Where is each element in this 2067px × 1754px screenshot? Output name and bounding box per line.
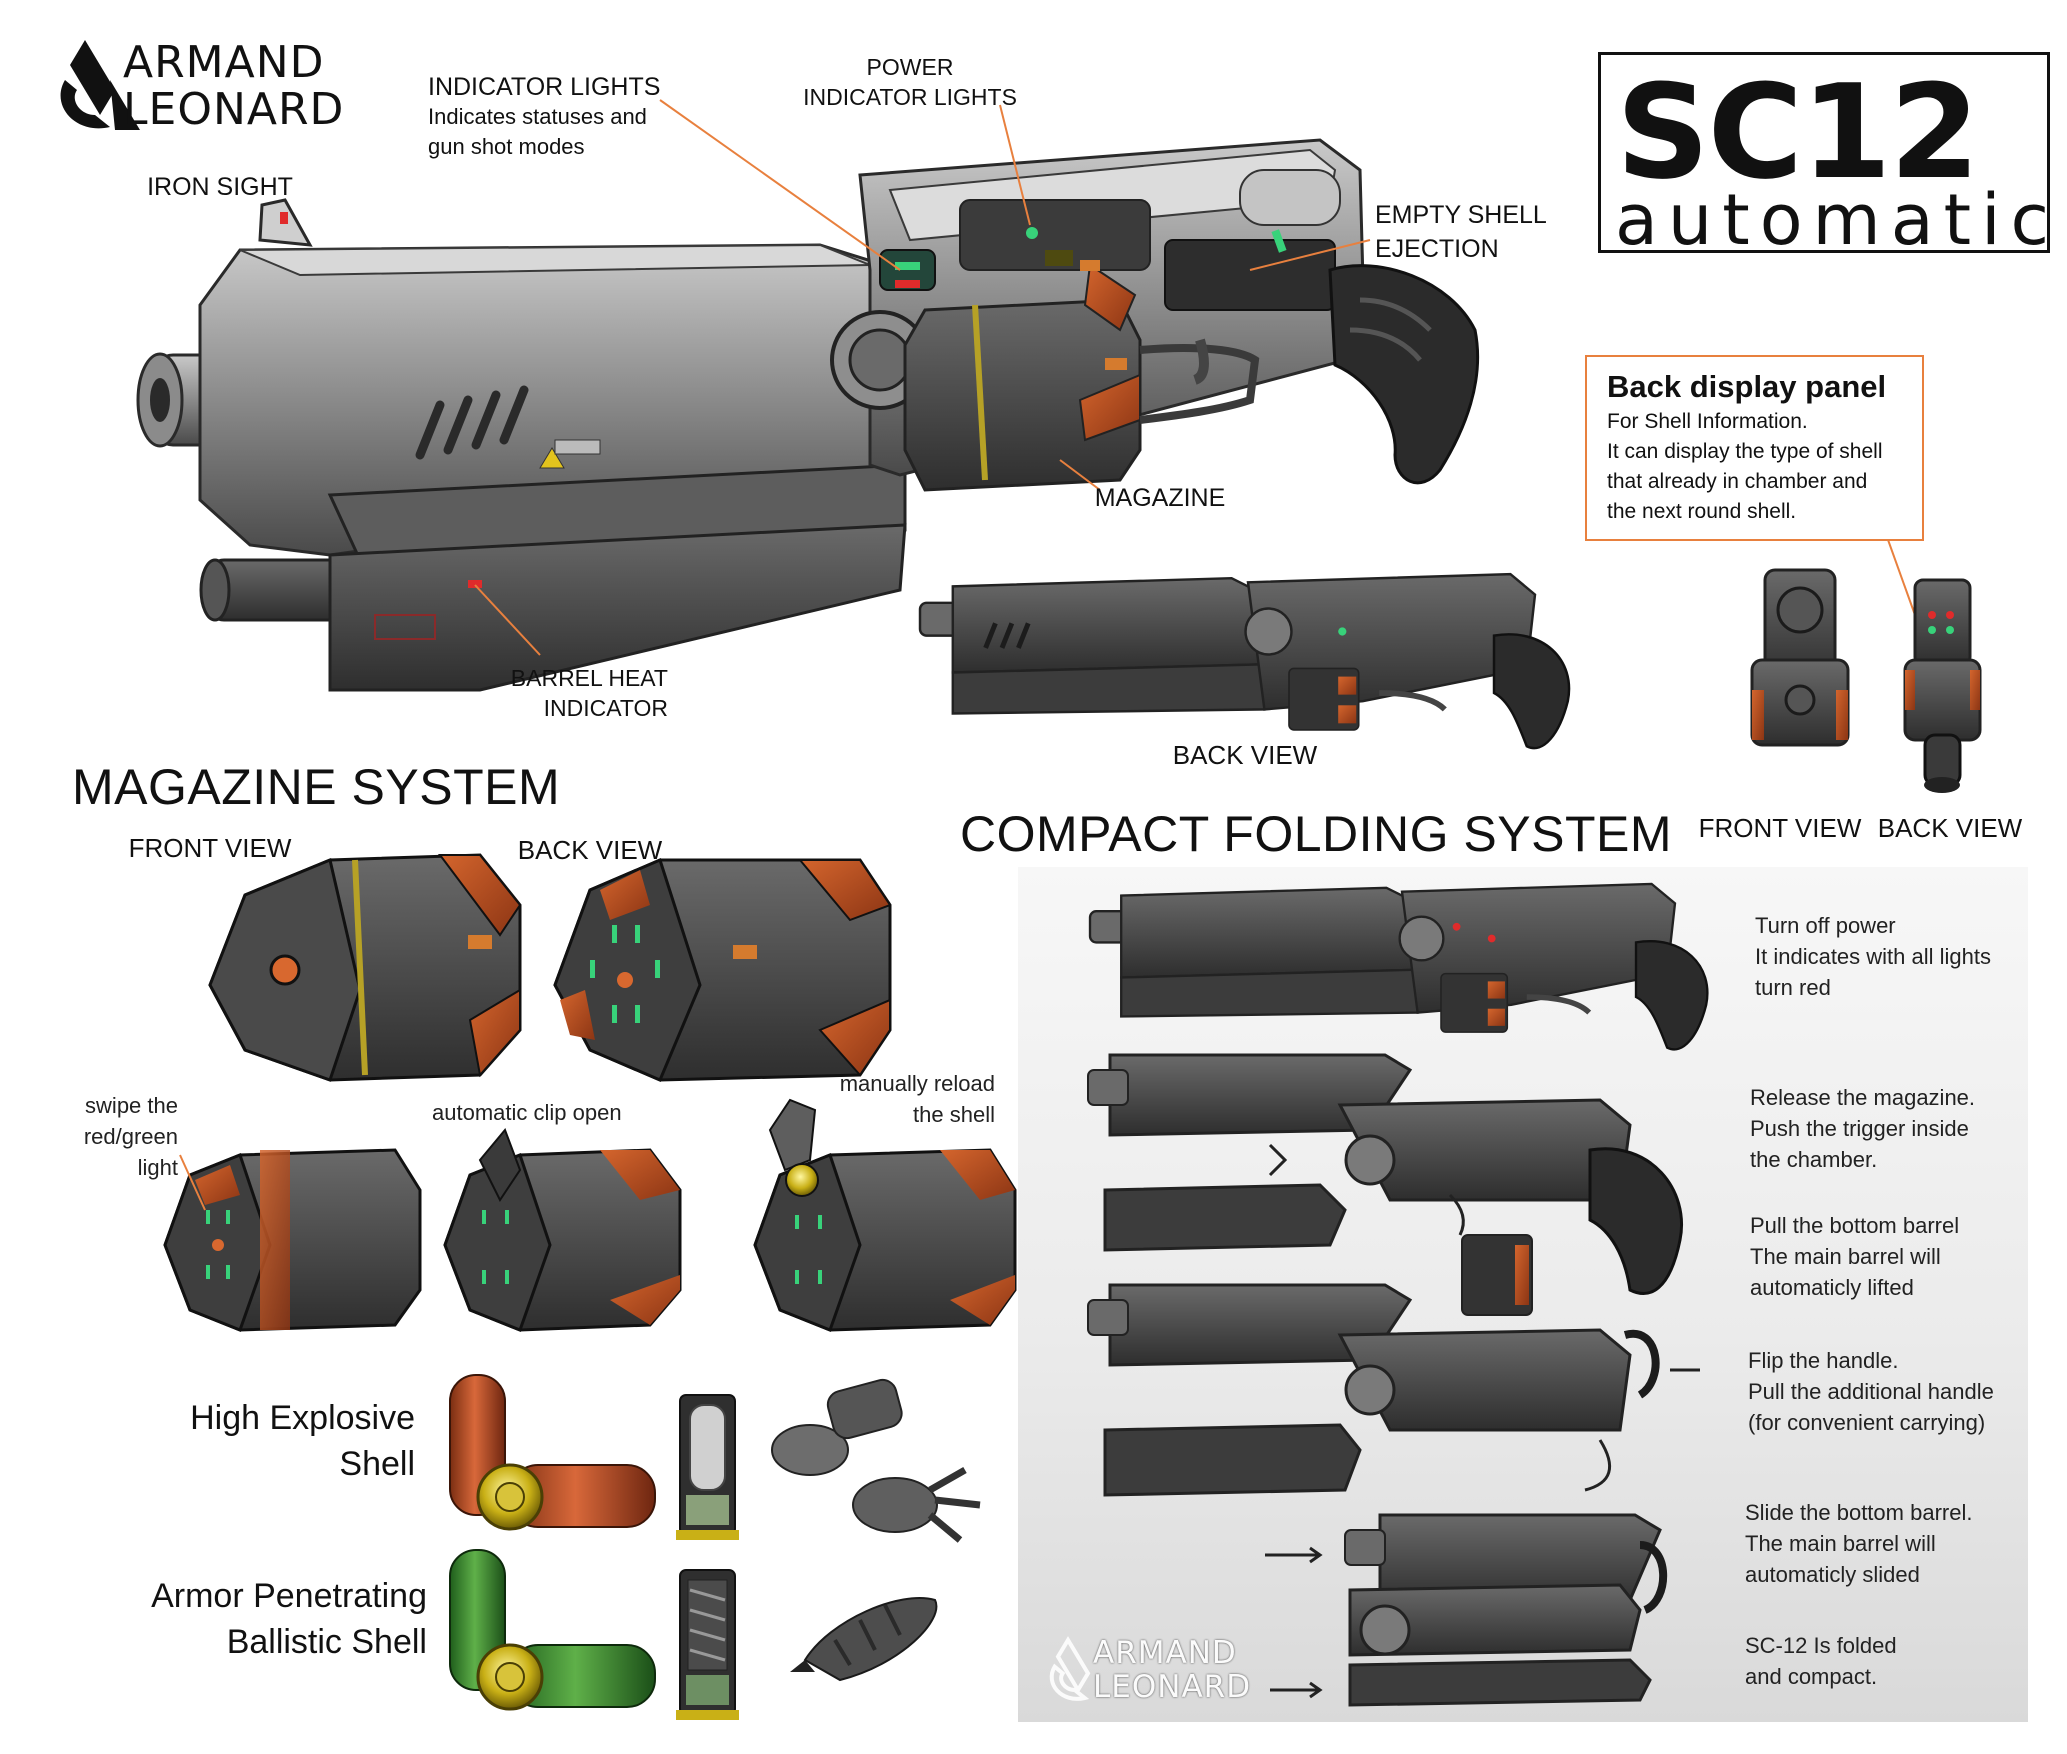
manual-reload-line-2: the shell: [913, 1102, 995, 1127]
folding-step-1-line-3: turn red: [1755, 975, 1831, 1000]
folding-step-3-line-2: The main barrel will: [1750, 1244, 1941, 1269]
folding-step-2-gun: [1087, 1053, 1683, 1316]
back-display-panel-body: For Shell Information. It can display th…: [1607, 407, 1917, 527]
folding-step-3-line-1: Pull the bottom barrel: [1750, 1213, 1960, 1238]
folding-step-3-gun: [1087, 1283, 1700, 1497]
back-display-line-2: It can display the type of shell: [1607, 440, 1883, 463]
folding-step-3-line-3: automaticly lifted: [1750, 1275, 1914, 1300]
back-display-line-1: For Shell Information.: [1607, 410, 1808, 433]
back-display-panel-box: Back display panel For Shell Information…: [1585, 355, 1924, 541]
he-shell-cutaway: [676, 1394, 739, 1540]
magazine-swipe: [163, 1148, 422, 1332]
armand-leonard-logo: ARMAND LEONARD: [55, 35, 375, 140]
folding-step-4-line-2: Pull the additional handle: [1748, 1379, 1994, 1404]
ap-shell-label-line-1: Armor Penetrating: [151, 1577, 427, 1615]
magazine-manual-reload: [753, 1098, 1017, 1332]
folding-step-5-line-1: Slide the bottom barrel.: [1745, 1500, 1973, 1525]
folding-step-4-line-1: Flip the handle.: [1748, 1348, 1899, 1373]
folding-step-1-line-1: Turn off power: [1755, 913, 1896, 938]
folding-step-2-line-2: Push the trigger inside: [1750, 1116, 1969, 1141]
he-shell-illustration: [449, 1374, 656, 1531]
ap-shell-cutaway: [676, 1569, 739, 1720]
back-view-side-gun: [918, 572, 1571, 750]
folding-step-4-gun: [1265, 1513, 1668, 1707]
empty-shell-line-1: EMPTY SHELL: [1375, 201, 1547, 229]
iron-sight-label: IRON SIGHT: [147, 173, 293, 201]
magazine-label: MAGAZINE: [1094, 484, 1226, 512]
power-indicator-callout: POWER INDICATOR LIGHTS: [800, 52, 1020, 112]
front-view-gun: [1750, 568, 1850, 747]
power-label-line-2: INDICATOR LIGHTS: [803, 84, 1017, 110]
folding-step-6-line-1: SC-12 Is folded: [1745, 1633, 1897, 1658]
he-projectile: [771, 1378, 981, 1543]
magazine-back-view-label: BACK VIEW: [517, 835, 663, 865]
barrel-heat-line-2: INDICATOR: [543, 695, 668, 721]
manual-reload-line-1: manually reload: [839, 1071, 995, 1096]
folding-step-3: Pull the bottom barrel The main barrel w…: [1750, 1210, 2025, 1303]
magazine-front-view-label: FRONT VIEW: [128, 833, 292, 863]
ap-shell-label: Armor Penetrating Ballistic Shell: [75, 1573, 427, 1665]
folding-step-4-line-3: (for convenient carrying): [1748, 1410, 1986, 1435]
indicator-lights-title: INDICATOR LIGHTS: [428, 73, 661, 101]
folding-step-5-line-2: The main barrel will: [1745, 1531, 1936, 1556]
swipe-line-3: light: [137, 1155, 178, 1180]
swipe-line-1: swipe the: [85, 1093, 178, 1118]
he-shell-label: High Explosive Shell: [130, 1395, 415, 1487]
logo-line-1: ARMAND: [123, 37, 325, 88]
armand-leonard-watermark: ARMAND LEONARD: [1048, 1635, 1278, 1715]
logo-line-2: LEONARD: [123, 84, 345, 135]
folding-step-2-line-1: Release the magazine.: [1750, 1085, 1976, 1110]
folding-step-6-line-2: and compact.: [1745, 1664, 1878, 1689]
he-shell-label-line-1: High Explosive: [190, 1399, 415, 1437]
auto-clip-note: automatic clip open: [432, 1100, 622, 1125]
watermark-mark-icon: [1049, 1636, 1091, 1701]
folding-step-5: Slide the bottom barrel. The main barrel…: [1745, 1497, 2025, 1590]
watermark-line-2: LEONARD: [1093, 1669, 1252, 1705]
folding-step-2: Release the magazine. Push the trigger i…: [1750, 1082, 2025, 1175]
indicator-lights-callout: INDICATOR LIGHTS Indicates statuses and …: [428, 72, 688, 162]
folding-system-heading: COMPACT FOLDING SYSTEM: [960, 806, 1673, 862]
folding-step-5-line-3: automaticly slided: [1745, 1562, 1920, 1587]
magazine-auto-clip: [443, 1128, 682, 1332]
product-model: SC12: [1616, 56, 1980, 208]
back-view-gun-rear: [1903, 578, 1982, 793]
folding-step-1-gun: [1088, 882, 1709, 1051]
back-display-line-4: the next round shell.: [1607, 500, 1797, 523]
main-gun-illustration: [136, 138, 1480, 692]
empty-shell-line-2: EJECTION: [1375, 235, 1499, 263]
main-gun-leader-lines: [474, 99, 1916, 656]
folding-step-2-line-3: the chamber.: [1750, 1147, 1878, 1172]
product-title-box: SC12 automatic: [1598, 52, 2050, 255]
barrel-heat-callout: BARREL HEAT INDICATOR: [488, 663, 668, 723]
ap-shell-label-line-2: Ballistic Shell: [226, 1623, 427, 1661]
folding-step-6: SC-12 Is folded and compact.: [1745, 1630, 2015, 1692]
barrel-heat-line-1: BARREL HEAT: [510, 665, 668, 691]
he-shell-label-line-2: Shell: [339, 1445, 415, 1483]
ap-shell-illustration: [449, 1549, 656, 1711]
product-subtitle: automatic: [1615, 179, 2059, 261]
folding-step-4: Flip the handle. Pull the additional han…: [1748, 1345, 2026, 1438]
watermark-line-1: ARMAND: [1093, 1635, 1237, 1671]
back-view-side-label: BACK VIEW: [1172, 740, 1318, 770]
swipe-note: swipe the red/green light: [38, 1090, 178, 1183]
ap-projectile: [790, 1597, 938, 1682]
power-label-line-1: POWER: [866, 54, 954, 80]
magazine-system-heading: MAGAZINE SYSTEM: [72, 759, 561, 815]
folding-step-1-line-2: It indicates with all lights: [1755, 944, 1991, 969]
magazine-front-view: [208, 853, 522, 1082]
folding-step-1: Turn off power It indicates with all lig…: [1755, 910, 2025, 1003]
back-display-line-3: that already in chamber and: [1607, 470, 1868, 493]
swipe-line-2: red/green: [83, 1124, 178, 1149]
back-display-panel-title: Back display panel: [1607, 369, 1887, 404]
magazine-back-view: [553, 857, 892, 1082]
empty-shell-callout: EMPTY SHELL EJECTION: [1375, 200, 1575, 264]
indicator-lights-desc-2: gun shot modes: [428, 134, 585, 159]
back-view-small-label: BACK VIEW: [1877, 813, 2023, 843]
indicator-lights-desc-1: Indicates statuses and: [428, 104, 647, 129]
logo-mark-icon: [60, 40, 140, 130]
manual-reload-note: manually reload the shell: [800, 1068, 995, 1130]
front-view-small-label: FRONT VIEW: [1698, 813, 1862, 843]
